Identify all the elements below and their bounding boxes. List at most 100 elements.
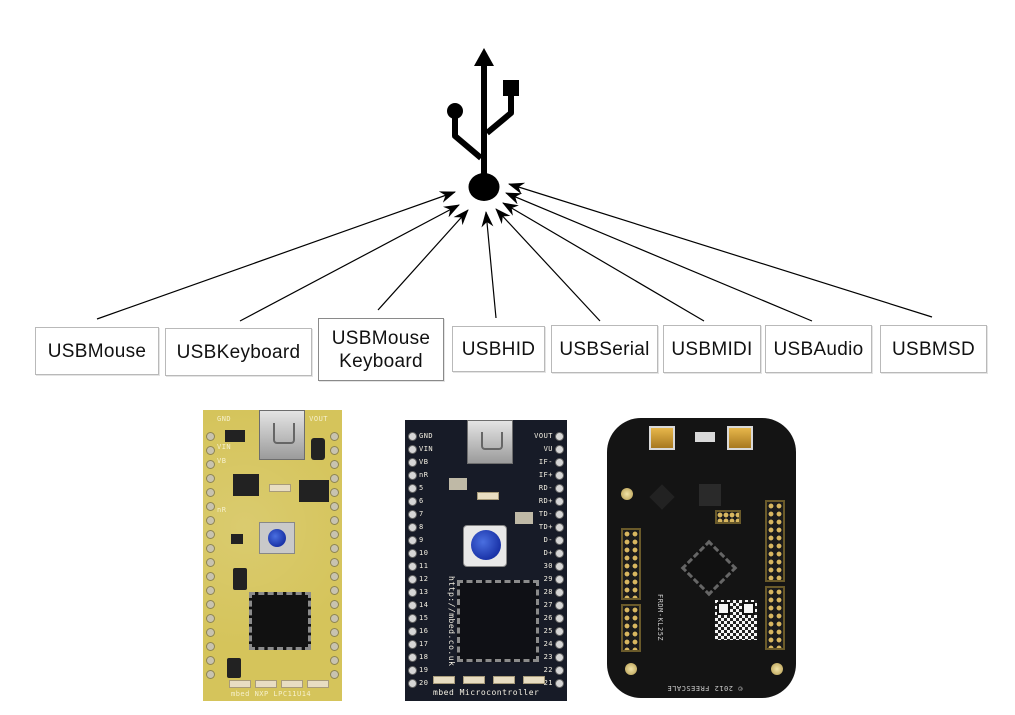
- edges: [96, 182, 933, 322]
- pin-label: IF-: [538, 458, 553, 466]
- regulator-right: [299, 480, 329, 502]
- board-silkscreen: mbed NXP LPC11U14: [231, 690, 312, 698]
- pin-label: 26: [543, 614, 553, 622]
- transistor: [231, 534, 243, 544]
- user-led-3: [281, 680, 303, 688]
- class-box-usbhid: USBHID: [452, 326, 545, 372]
- user-led-4: [523, 676, 545, 684]
- pin-label: TD+: [538, 523, 553, 531]
- pin-label: 9: [419, 536, 424, 544]
- mounting-hole: [625, 663, 637, 675]
- class-label: USBMSD: [891, 338, 976, 360]
- mini-usb-connector: [259, 410, 305, 460]
- pin-label-vin: VIN: [217, 443, 232, 451]
- crystal: [311, 438, 325, 460]
- class-label: USBAudio: [773, 338, 864, 360]
- class-box-usbmsd: USBMSD: [880, 325, 987, 373]
- reset-button: [471, 530, 501, 560]
- class-label: USBHID: [461, 338, 536, 360]
- class-label: USBSerial: [559, 338, 650, 360]
- pin-label: 17: [419, 640, 429, 648]
- pin-label: 6: [419, 497, 424, 505]
- mini-usb-connector: [467, 420, 513, 464]
- user-led-1: [229, 680, 251, 688]
- arrow-usbserial: [495, 208, 601, 322]
- pin-label: 18: [419, 653, 429, 661]
- board-frdm-kl25z: FRDM-KL25Z © 2012 FREESCALE: [607, 418, 796, 698]
- pin-label: RD-: [538, 484, 553, 492]
- class-box-usbserial: USBSerial: [551, 325, 658, 373]
- pin-label: RD+: [538, 497, 553, 505]
- pin-label: VOUT: [534, 432, 553, 440]
- pin-label: VU: [543, 445, 553, 453]
- pin-label: 10: [419, 549, 429, 557]
- url-silkscreen: http://mbed.co.uk: [447, 576, 456, 667]
- pin-header-right-bottom: [765, 586, 785, 650]
- board-silkscreen: FRDM-KL25Z: [656, 594, 664, 642]
- class-box-usbkeyboard: USBKeyboard: [165, 328, 312, 376]
- copyright-silkscreen: © 2012 FREESCALE: [667, 684, 743, 692]
- capacitor: [449, 478, 467, 490]
- pin-label: 5: [419, 484, 424, 492]
- class-label: USBMouse Keyboard: [331, 327, 431, 372]
- user-led-4: [307, 680, 329, 688]
- pin-label-vout: VOUT: [309, 415, 328, 423]
- pin-label: D-: [543, 536, 553, 544]
- crystal-2: [233, 568, 247, 590]
- board-silkscreen: mbed Microcontroller: [433, 688, 540, 697]
- user-led-3: [493, 676, 515, 684]
- pin-label: 30: [543, 562, 553, 570]
- pin-label: 16: [419, 627, 429, 635]
- pin-label: TD-: [538, 510, 553, 518]
- sensor-header: [715, 510, 741, 524]
- mounting-hole: [621, 488, 633, 500]
- pin-label: nR: [419, 471, 429, 479]
- pin-label: IF+: [538, 471, 553, 479]
- class-box-usbaudio: USBAudio: [765, 325, 872, 373]
- capacitor-2: [515, 512, 533, 524]
- pin-label: 13: [419, 588, 429, 596]
- pin-header-right-top: [765, 500, 785, 582]
- pin-label: 23: [543, 653, 553, 661]
- pin-label: 28: [543, 588, 553, 596]
- pin-label: VIN: [419, 445, 434, 453]
- board-mbed-lpc11u24: GND VIN VB nR VOUT mbed NXP LPC11U14: [203, 410, 342, 701]
- pin-label-gnd: GND: [217, 415, 232, 423]
- usb-connector-sda: [649, 426, 675, 450]
- arrow-usbhid: [481, 211, 497, 319]
- arrow-usbmidi: [502, 202, 705, 322]
- pin-label: D+: [543, 549, 553, 557]
- pin-label: 15: [419, 614, 429, 622]
- microcontroller-chip: [457, 580, 539, 662]
- power-led: [477, 492, 499, 500]
- class-box-usbmousekeyboard: USBMouse Keyboard: [318, 318, 444, 381]
- pin-label-vb: VB: [217, 457, 227, 465]
- usb-hub-node: [468, 173, 500, 201]
- reset-button: [695, 432, 715, 442]
- kl25z-microcontroller: [680, 539, 738, 597]
- power-led: [269, 484, 291, 492]
- pin-label: 22: [543, 666, 553, 674]
- pin-header-left-top: [621, 528, 641, 600]
- pin-label: 14: [419, 601, 429, 609]
- qr-code: [715, 600, 757, 640]
- user-led-1: [433, 676, 455, 684]
- pin-label: 29: [543, 575, 553, 583]
- microcontroller-chip: [249, 592, 311, 650]
- user-led-2: [255, 680, 277, 688]
- user-led-2: [463, 676, 485, 684]
- usb-connector-kl25z: [727, 426, 753, 450]
- class-box-usbmidi: USBMIDI: [663, 325, 761, 373]
- class-label: USBKeyboard: [176, 341, 301, 363]
- regulator: [225, 430, 245, 442]
- pin-label: GND: [419, 432, 434, 440]
- mounting-hole: [771, 663, 783, 675]
- pin-label-nr: nR: [217, 506, 227, 514]
- pin-label: 12: [419, 575, 429, 583]
- pin-label: 11: [419, 562, 429, 570]
- sda-chip: [699, 484, 721, 506]
- pin-label: 25: [543, 627, 553, 635]
- class-label: USBMouse: [47, 340, 147, 362]
